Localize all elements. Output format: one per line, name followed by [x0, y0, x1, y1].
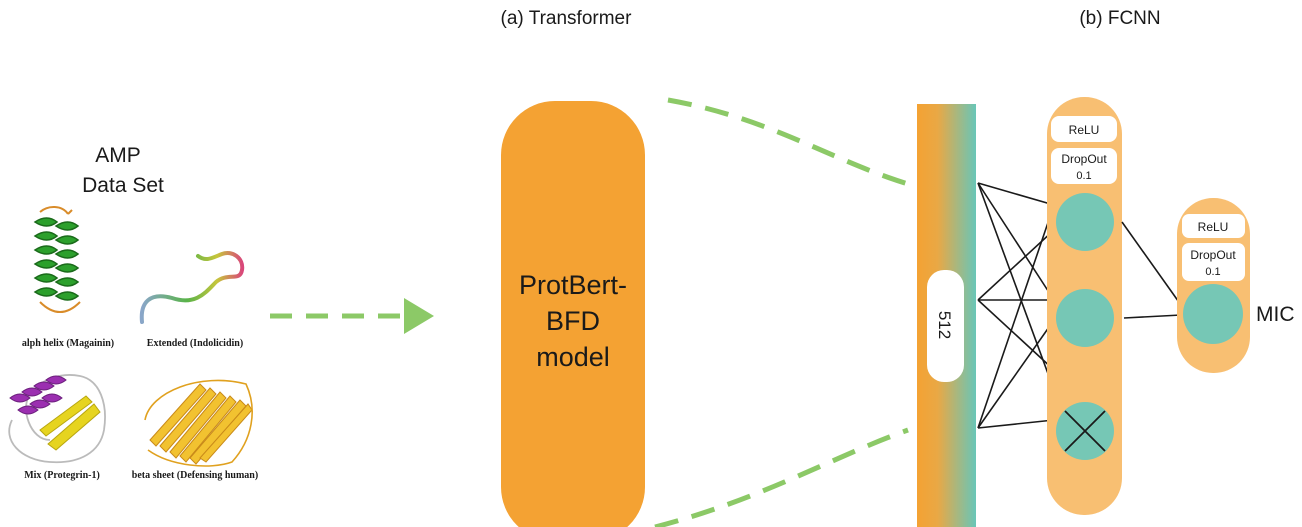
dataset-title-line1: AMP: [95, 144, 141, 167]
output-relu-box: [1182, 214, 1245, 238]
output-dropout-label: DropOut: [1190, 248, 1236, 262]
output-dropout-value: 0.1: [1205, 266, 1220, 278]
input-flow-arrow-head: [404, 298, 434, 334]
extended-structure-image: [139, 251, 245, 324]
dropped-neuron-cross-icon: [1064, 410, 1106, 452]
hidden-neuron-2: [1056, 289, 1114, 347]
hidden-dropout-label: DropOut: [1061, 152, 1107, 166]
beta-sheet-structure-image: [144, 379, 253, 467]
projection-curve-top: [667, 97, 909, 187]
embedding-size-label: 512: [935, 311, 954, 339]
hidden-dropout-value: 0.1: [1076, 170, 1091, 182]
mic-output-label: MIC: [1256, 303, 1295, 326]
hidden-relu-label: ReLU: [1069, 123, 1100, 137]
hidden-relu-box: [1051, 116, 1117, 142]
alpha-helix-caption: alph helix (Magainin): [22, 338, 114, 349]
model-label-line2: BFD: [546, 306, 600, 336]
hidden-neuron-1: [1056, 193, 1114, 251]
fcnn-header: (b) FCNN: [1079, 8, 1160, 29]
model-label-line1: ProtBert-: [519, 270, 627, 300]
protbert-model-block: [501, 101, 645, 527]
output-neuron: [1183, 284, 1243, 344]
extended-caption: Extended (Indolicidin): [147, 338, 243, 349]
embedding-to-hidden-connections: [977, 182, 1055, 429]
alpha-helix-structure-image: [33, 206, 81, 313]
hidden-dropout-box: [1051, 148, 1117, 184]
mixed-caption: Mix (Protegrin-1): [24, 470, 100, 481]
projection-curve-bottom: [654, 427, 909, 527]
transformer-header: (a) Transformer: [501, 8, 633, 29]
output-dropout-box: [1182, 243, 1245, 281]
dataset-title-line2: Data Set: [82, 174, 164, 197]
output-relu-label: ReLU: [1198, 220, 1229, 234]
mixed-structure-image: [8, 374, 106, 464]
hidden-to-output-connections: [1121, 221, 1182, 319]
embedding-size-pill: [927, 270, 964, 382]
beta-sheet-caption: beta sheet (Defensing human): [132, 470, 258, 481]
model-label-line3: model: [536, 342, 610, 372]
